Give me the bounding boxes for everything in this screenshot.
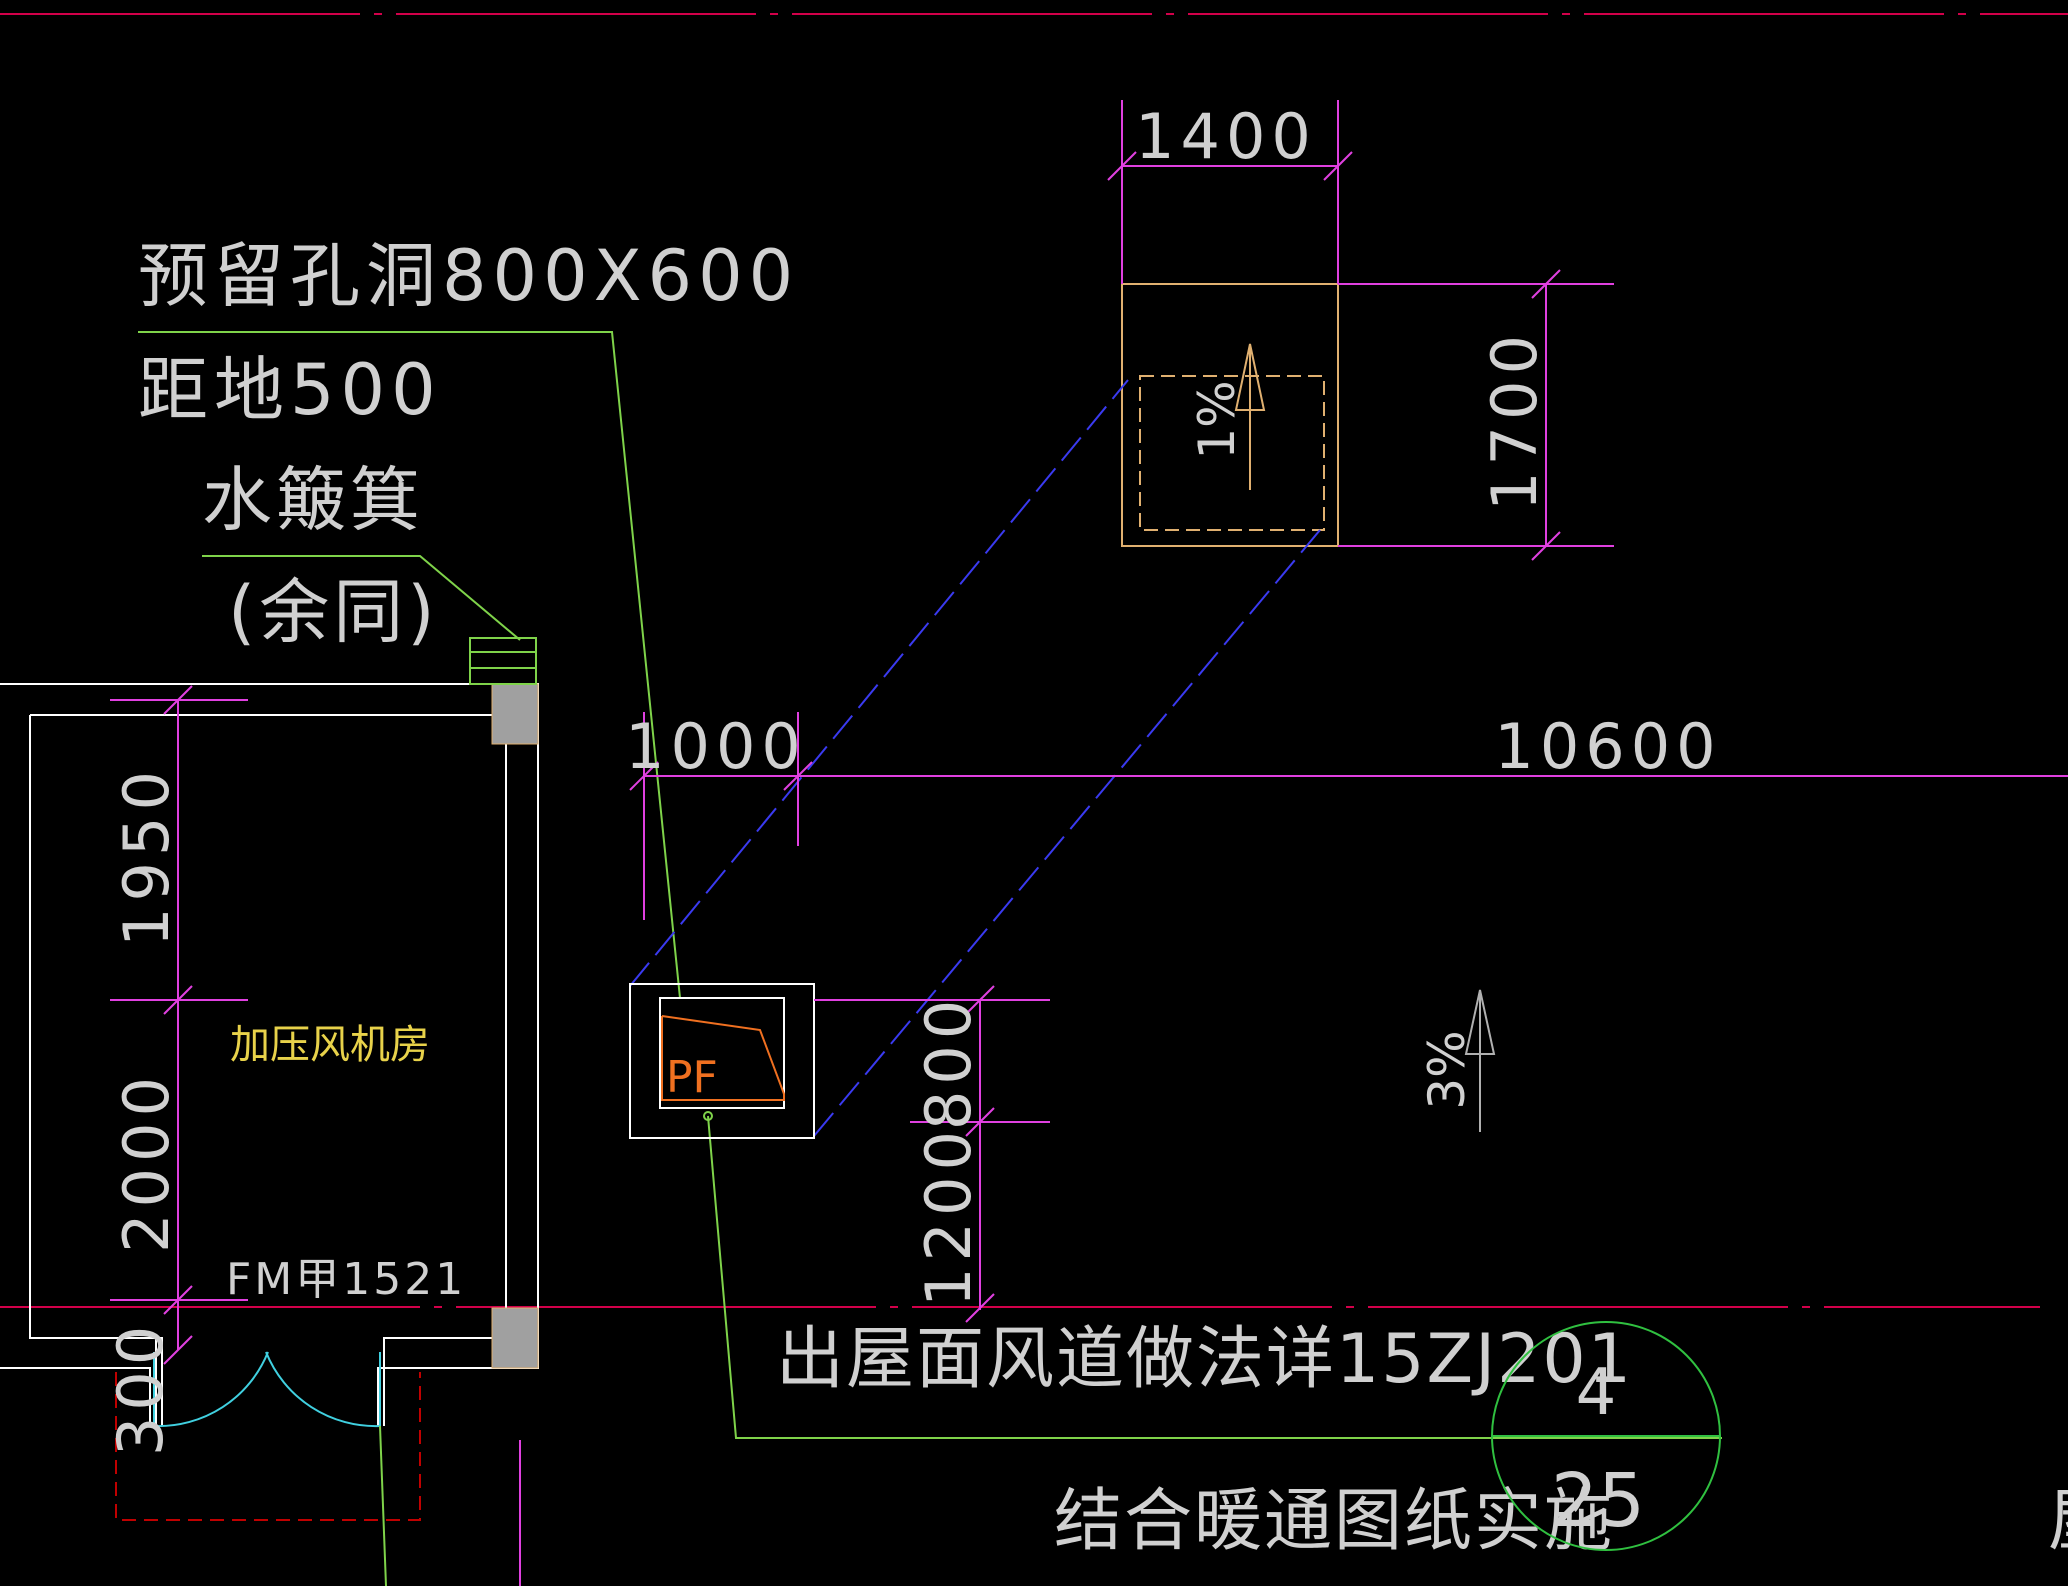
dim-1400: 1400 xyxy=(1135,100,1317,173)
horizontal-dimension-line xyxy=(629,712,2068,920)
detail-number: 4 xyxy=(1576,1356,1617,1430)
slope-lower-label: 3% xyxy=(1418,1030,1476,1109)
door-leaf-right xyxy=(265,1351,381,1428)
pf-equipment-tag: PF xyxy=(666,1052,718,1103)
fan-room-inner-wall xyxy=(30,714,507,1426)
axis-lines xyxy=(0,13,2068,1308)
dim-800: 800 xyxy=(912,994,985,1130)
detail-sheet: 25 xyxy=(1551,1458,1645,1544)
leader-down-door xyxy=(379,1425,387,1586)
dim-300: 300 xyxy=(104,1320,177,1456)
slope-arrow-upper xyxy=(1234,343,1266,490)
pf-fan-shape xyxy=(661,1015,785,1101)
column-lower xyxy=(491,1307,539,1369)
double-door xyxy=(153,1351,381,1428)
dim-2000: 2000 xyxy=(110,1071,183,1253)
duct-detail-note: 出屋面风道做法详15ZJ201 xyxy=(776,1320,1633,1399)
opening-note: 预留孔洞800X600 xyxy=(138,235,799,317)
height-note: 距地500 xyxy=(138,349,442,431)
leader-opening xyxy=(138,331,681,999)
dim-1700: 1700 xyxy=(1478,329,1551,511)
duct-line-left xyxy=(629,379,1129,987)
detail-index-marker: 4 25 xyxy=(1491,1321,1721,1551)
dim-1950: 1950 xyxy=(110,765,183,947)
slope-upper-label: 1% xyxy=(1188,380,1246,459)
shaft-opening-dashed xyxy=(1139,375,1325,531)
duct-line-right xyxy=(813,529,1321,1137)
pf-inner-frame xyxy=(659,997,785,1109)
room-name-label: 加压风机房 xyxy=(230,1022,430,1068)
water-grate-note: 水簸箕 xyxy=(202,459,424,541)
pf-dimensions xyxy=(814,985,1050,1323)
door-leaf-left xyxy=(153,1351,269,1428)
dashed-canopy-outline xyxy=(115,1372,421,1521)
door-tag-label: FM甲1521 xyxy=(226,1254,466,1305)
fan-room-lower-left-wall xyxy=(29,715,163,1426)
leader-equipment xyxy=(707,1115,1722,1439)
dim-1200: 1200 xyxy=(912,1125,985,1307)
same-elsewhere-note: (余同) xyxy=(228,571,439,653)
column-upper xyxy=(491,683,539,745)
pf-outer-frame xyxy=(629,983,815,1139)
slope-arrow-lower xyxy=(1464,989,1496,1132)
duct-lines xyxy=(629,379,1321,1137)
leader-water-grate xyxy=(202,555,521,641)
dim-10600: 10600 xyxy=(1494,710,1721,783)
hvac-coordination-note: 结合暖通图纸实施 xyxy=(1054,1482,1614,1561)
edge-text-fragment: 屋 xyxy=(2048,1482,2068,1561)
shaft-frame xyxy=(1121,283,1339,547)
fan-room-lower-left-wall-outer xyxy=(0,1367,151,1426)
shaft-dimensions xyxy=(1107,100,1614,561)
dim-1000: 1000 xyxy=(625,710,807,783)
pf-leader-dot xyxy=(703,1111,713,1121)
fan-room-dimensions xyxy=(110,685,248,1365)
water-grate-symbol xyxy=(469,637,537,685)
